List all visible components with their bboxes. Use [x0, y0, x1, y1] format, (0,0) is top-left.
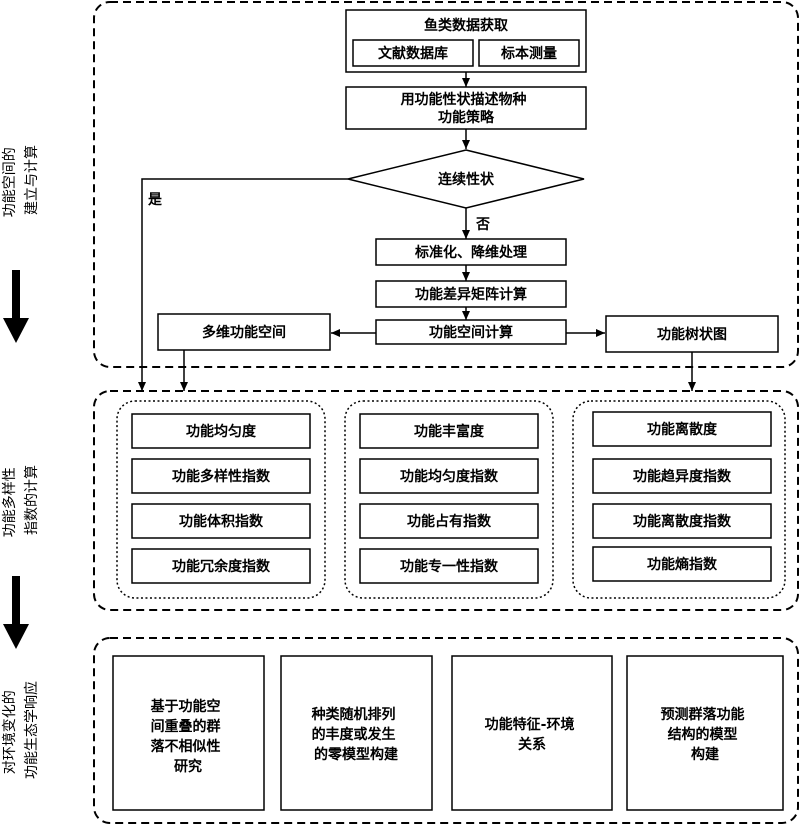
index-box: [592, 411, 772, 447]
index-label: 功能均匀度: [186, 423, 257, 440]
dissimilarity-matrix-box: [375, 280, 567, 308]
response-box-overlap: [112, 655, 265, 811]
data-acquisition-title: 鱼类数据获取: [424, 17, 509, 34]
section-response-frame: [93, 637, 799, 824]
index-box: [359, 458, 539, 494]
index-box: [359, 413, 539, 449]
functional-space-calc-box: [375, 319, 567, 345]
section-response-label: 对环境变化的 功能生态学响应: [2, 681, 40, 779]
index-box: [131, 503, 311, 539]
index-box: [131, 413, 311, 449]
literature-database-box: [352, 39, 474, 67]
specimen-measurement-box: [478, 39, 580, 67]
dissimilarity-matrix-label: 功能差异矩阵计算: [415, 286, 527, 303]
index-box: [592, 458, 772, 494]
index-label: 功能占有指数: [407, 513, 492, 530]
dendrogram-label: 功能树状图: [657, 326, 727, 343]
down-arrow-icon: [3, 270, 29, 343]
response-label-null-model: 种类随机排列 的丰度或发生 的零模型构建: [311, 706, 401, 763]
no-label: 否: [475, 217, 490, 233]
index-group-1: [116, 400, 326, 599]
trait-description-label: 用功能性状描述物种 功能策略: [401, 91, 532, 126]
down-arrow-icon: [3, 576, 29, 649]
dendrogram-box: [605, 315, 779, 353]
response-box-trait-env: [451, 655, 613, 811]
section-build-label: 功能空间的 建立与计算: [2, 143, 40, 217]
index-box: [131, 548, 311, 584]
response-label-predict: 预测群落功能 结构的模型 构建: [661, 706, 750, 763]
functional-space-calc-label: 功能空间计算: [429, 324, 513, 341]
trait-description-box: [345, 86, 587, 130]
index-box: [359, 548, 539, 584]
index-label: 功能专一性指数: [400, 558, 499, 575]
standardize-label: 标准化、降维处理: [414, 244, 527, 261]
index-label: 功能离散度指数: [633, 513, 732, 530]
index-label: 功能熵指数: [647, 556, 718, 573]
index-box: [131, 458, 311, 494]
section-build-frame: [93, 1, 799, 368]
index-box: [592, 503, 772, 539]
index-label: 功能丰富度: [414, 423, 485, 440]
index-group-2: [344, 400, 554, 599]
index-label: 功能离散度: [647, 421, 718, 438]
response-label-trait-env: 功能特征-环境 关系: [485, 716, 580, 753]
index-box: [359, 503, 539, 539]
index-box: [592, 546, 772, 582]
index-label: 功能体积指数: [179, 513, 264, 530]
section-indices-label: 功能多样性 指数的计算: [1, 463, 40, 537]
index-label: 功能趋异度指数: [633, 468, 732, 485]
index-label: 功能冗余度指数: [172, 558, 271, 575]
index-label: 功能多样性指数: [172, 468, 271, 485]
literature-database-label: 文献数据库: [378, 45, 448, 62]
yes-label: 是: [148, 192, 163, 208]
index-group-3: [572, 400, 786, 599]
standardize-box: [375, 238, 567, 266]
response-box-null-model: [280, 655, 433, 811]
response-label-overlap: 基于功能空 间重叠的群 落不相似性 研究: [151, 698, 226, 775]
multidim-space-label: 多维功能空间: [202, 324, 286, 341]
response-box-predict: [626, 655, 784, 811]
specimen-measurement-label: 标本测量: [500, 45, 557, 62]
arrow-yes-branch: [138, 178, 348, 391]
multidim-space-box: [157, 313, 331, 351]
continuous-trait-label: 连续性状: [438, 171, 495, 188]
index-label: 功能均匀度指数: [400, 468, 499, 485]
